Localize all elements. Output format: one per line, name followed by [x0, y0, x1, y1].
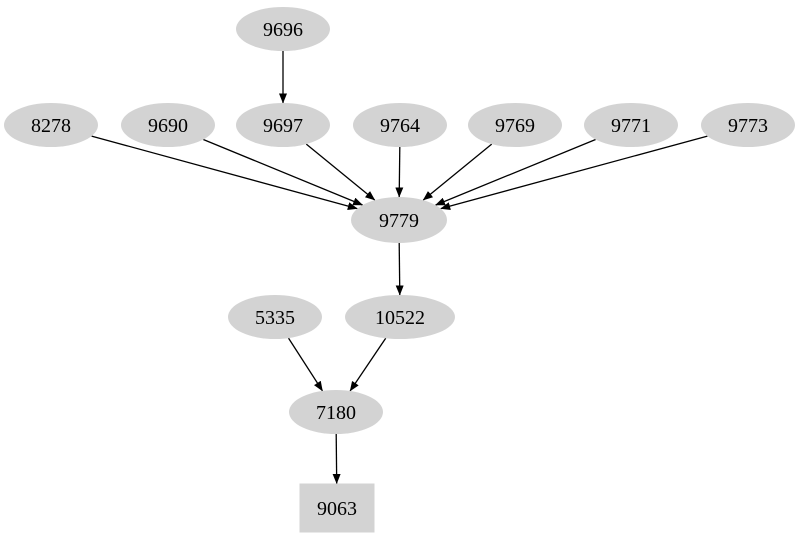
graph-node-9063: 9063 — [299, 483, 375, 533]
node-label: 9769 — [495, 115, 535, 137]
graph-node-9769: 9769 — [468, 103, 562, 147]
node-shape-ellipse — [351, 197, 447, 243]
node-label: 9764 — [380, 115, 420, 137]
node-shape-ellipse — [121, 103, 215, 147]
node-shape-ellipse — [289, 390, 383, 434]
node-shape-ellipse — [4, 103, 98, 147]
edge-9773-to-9779 — [440, 135, 708, 210]
node-label: 9690 — [148, 115, 188, 137]
node-label: 8278 — [31, 115, 71, 137]
node-shape-ellipse — [236, 7, 330, 51]
edge-layer — [91, 51, 708, 484]
node-shape-ellipse — [468, 103, 562, 147]
node-layer: 9696 8278 9690 9697 9764 9769 9771 9773 9779 5335… — [4, 7, 795, 533]
node-label: 9779 — [379, 210, 419, 232]
graph-node-9697: 9697 — [236, 103, 330, 147]
node-label: 9696 — [263, 19, 303, 41]
edge-9771-to-9779 — [435, 138, 596, 206]
graph-node-9779: 9779 — [351, 197, 447, 243]
edge-9690-to-9779 — [203, 138, 364, 206]
node-label: 7180 — [316, 402, 356, 424]
node-label: 9771 — [611, 115, 651, 137]
edge-9779-to-10522 — [395, 242, 404, 296]
edge-9769-to-9779 — [422, 143, 493, 201]
graph-node-9764: 9764 — [353, 103, 447, 147]
graph-node-7180: 7180 — [289, 390, 383, 434]
graph-node-9690: 9690 — [121, 103, 215, 147]
graph-node-10522: 10522 — [345, 295, 455, 339]
edge-5335-to-7180 — [287, 337, 324, 392]
graph-node-9696: 9696 — [236, 7, 330, 51]
node-shape-rect — [299, 483, 375, 533]
node-shape-ellipse — [701, 103, 795, 147]
node-label: 10522 — [375, 307, 425, 329]
node-shape-ellipse — [228, 295, 322, 339]
graph-node-9771: 9771 — [584, 103, 678, 147]
node-label: 9697 — [263, 115, 303, 137]
node-label: 5335 — [255, 307, 295, 329]
node-label: 9063 — [317, 498, 357, 520]
node-shape-ellipse — [353, 103, 447, 147]
graph-node-5335: 5335 — [228, 295, 322, 339]
graph-node-9773: 9773 — [701, 103, 795, 147]
node-label: 9773 — [728, 115, 768, 137]
graph-node-8278: 8278 — [4, 103, 98, 147]
edge-7180-to-9063 — [332, 433, 341, 484]
node-shape-ellipse — [584, 103, 678, 147]
edge-9697-to-9779 — [305, 143, 376, 201]
node-shape-ellipse — [345, 295, 455, 339]
edge-9764-to-9779 — [395, 146, 404, 198]
node-shape-ellipse — [236, 103, 330, 147]
edge-8278-to-9779 — [91, 135, 358, 210]
edge-10522-to-7180 — [349, 337, 387, 392]
